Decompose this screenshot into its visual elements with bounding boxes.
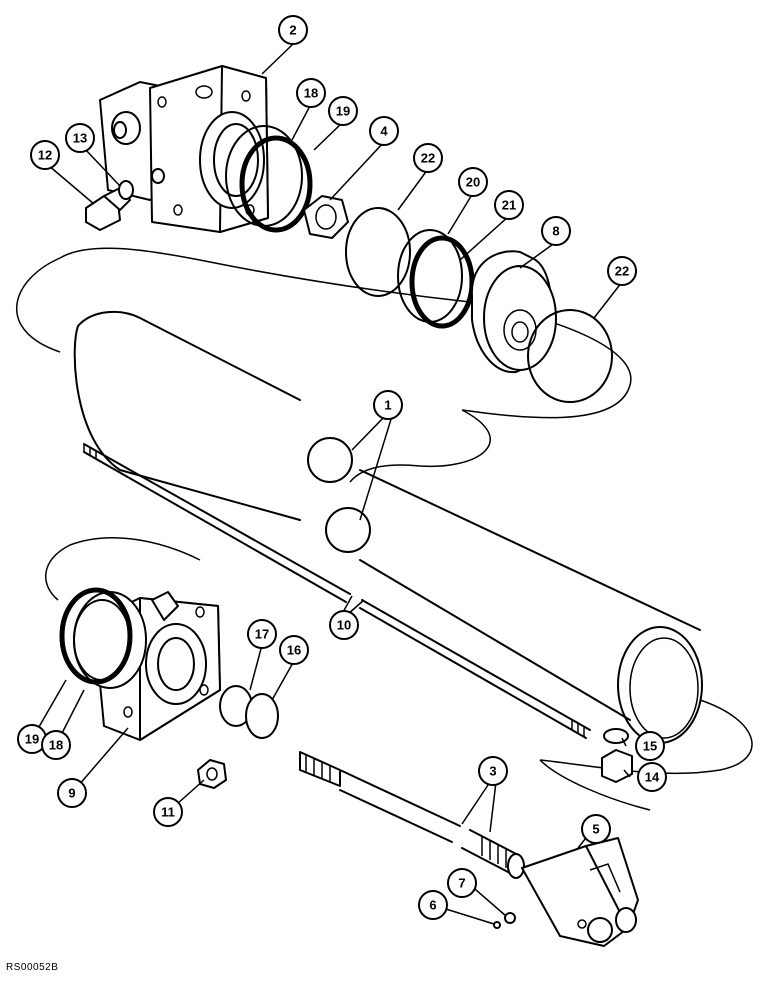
callout-15: 15 — [635, 731, 665, 761]
part-13-o-ring — [118, 180, 134, 200]
callout-5: 5 — [581, 814, 611, 844]
part-8-piston — [470, 250, 557, 374]
callout-18-top-label: 18 — [304, 86, 318, 101]
callout-20: 20 — [458, 167, 488, 197]
part-4-nut — [303, 195, 349, 239]
part-9-rod-end-cap — [73, 591, 221, 741]
callout-19-bottom: 19 — [17, 724, 47, 754]
callout-11: 11 — [153, 797, 183, 827]
callout-8-label: 8 — [552, 224, 559, 239]
part-1-cylinder-tube — [73, 310, 703, 744]
part-7-grease-fitting — [504, 912, 516, 924]
part-22-seal-ring-a — [345, 207, 411, 297]
callout-14-label: 14 — [645, 770, 660, 785]
callout-18-bottom: 18 — [41, 730, 71, 760]
callout-6: 6 — [418, 890, 448, 920]
callout-18-bottom-label: 18 — [49, 738, 63, 753]
part-11-nut — [197, 759, 227, 789]
part-21-piston-seal — [409, 235, 475, 329]
callout-12: 12 — [30, 140, 60, 170]
callout-13: 13 — [65, 123, 95, 153]
callout-22-top-label: 22 — [421, 151, 435, 166]
callout-3-label: 3 — [489, 764, 496, 779]
callout-19-top: 19 — [328, 96, 358, 126]
callout-22-top: 22 — [413, 143, 443, 173]
callout-6-label: 6 — [429, 898, 436, 913]
callout-4-label: 4 — [380, 124, 388, 139]
callout-21-label: 21 — [502, 198, 516, 213]
callout-1-label: 1 — [384, 398, 391, 413]
reference-code: RS00052B — [6, 962, 59, 973]
callout-11-label: 11 — [161, 805, 175, 820]
callout-2: 2 — [278, 15, 308, 45]
part-5-clevis — [521, 837, 639, 947]
callout-16-label: 16 — [287, 643, 301, 658]
callout-4: 4 — [369, 116, 399, 146]
callout-22-right-label: 22 — [615, 264, 629, 279]
part-3-piston-rod — [299, 751, 525, 879]
part-6-ball — [493, 921, 501, 929]
callout-15-label: 15 — [643, 739, 657, 754]
callout-16: 16 — [279, 635, 309, 665]
callout-7-label: 7 — [458, 876, 465, 891]
callout-21: 21 — [494, 190, 524, 220]
part-19-o-ring-top — [239, 135, 313, 233]
callout-10: 10 — [329, 610, 359, 640]
callout-14: 14 — [637, 762, 667, 792]
part-15-o-ring — [603, 728, 629, 744]
callout-13-label: 13 — [73, 131, 87, 146]
part-14-plug — [601, 749, 633, 783]
callout-20-label: 20 — [466, 175, 480, 190]
callout-1: 1 — [373, 390, 403, 420]
callout-19-top-label: 19 — [336, 104, 350, 119]
callout-3: 3 — [478, 756, 508, 786]
callout-9-label: 9 — [68, 786, 75, 801]
callout-8: 8 — [541, 216, 571, 246]
lower-group-outline — [45, 537, 753, 811]
part-10-tie-rod — [83, 443, 591, 739]
callout-10-label: 10 — [337, 618, 351, 633]
callout-9: 9 — [57, 778, 87, 808]
callout-19-bottom-label: 19 — [25, 732, 39, 747]
callout-17-label: 17 — [255, 627, 269, 642]
callout-12-label: 12 — [38, 148, 52, 163]
callout-2-label: 2 — [289, 23, 296, 38]
part-16-wiper — [245, 693, 279, 739]
upper-group-outline — [16, 247, 632, 483]
callout-17: 17 — [247, 619, 277, 649]
callout-5-label: 5 — [592, 822, 599, 837]
callout-7: 7 — [447, 868, 477, 898]
part-18-backup-ring-bottom — [73, 599, 131, 681]
callout-18-top: 18 — [296, 78, 326, 108]
callout-22-right: 22 — [607, 256, 637, 286]
part-22-seal-ring-b — [527, 309, 613, 403]
part-2-base-end-cap — [99, 65, 269, 233]
